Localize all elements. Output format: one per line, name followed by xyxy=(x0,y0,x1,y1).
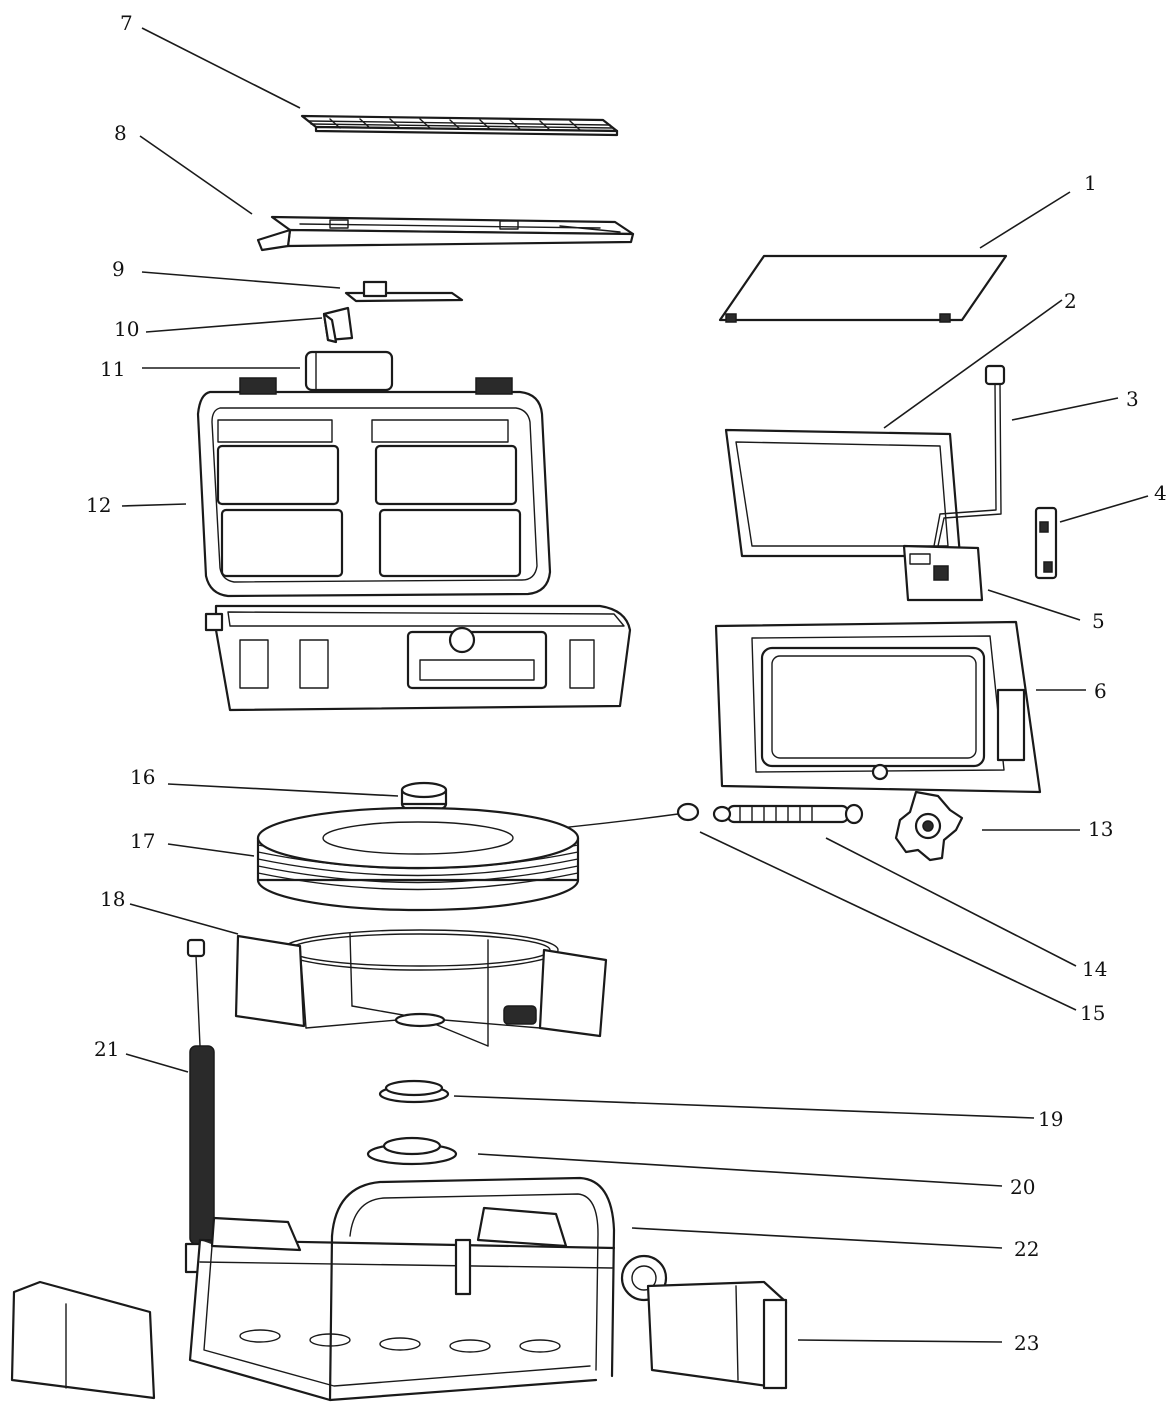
leader-lines xyxy=(121,27,1149,1343)
part-8-upper-frame xyxy=(256,215,635,252)
callout-9: 9 xyxy=(112,257,125,281)
part-23-side-panels xyxy=(10,1280,788,1400)
callout-7: 7 xyxy=(120,11,133,35)
callout-3: 3 xyxy=(1126,387,1139,411)
part-11-battery xyxy=(304,350,394,392)
callout-16: 16 xyxy=(130,765,155,789)
callout-labels: 1 2 3 4 5 6 7 8 9 10 11 12 13 14 15 16 1… xyxy=(86,11,1167,1355)
callout-8: 8 xyxy=(114,121,127,145)
callout-21: 21 xyxy=(94,1037,119,1061)
callout-14: 14 xyxy=(1082,957,1107,981)
part-18-reel-frame xyxy=(234,929,608,1047)
callout-12: 12 xyxy=(86,493,111,517)
part-3-cable xyxy=(933,364,1006,547)
callout-18: 18 xyxy=(100,887,125,911)
callout-15: 15 xyxy=(1080,1001,1105,1025)
part-21-antenna-spring xyxy=(184,938,215,1274)
callout-1: 1 xyxy=(1084,171,1097,195)
part-9-small-board xyxy=(344,280,464,303)
part-14-spring xyxy=(712,803,864,825)
callout-20: 20 xyxy=(1010,1175,1035,1199)
callout-22: 22 xyxy=(1014,1237,1039,1261)
part-1-screen-panel xyxy=(718,254,1008,323)
callout-5: 5 xyxy=(1092,609,1105,633)
part-17-cable-coil xyxy=(256,806,580,912)
part-22-base-frame xyxy=(188,1176,668,1402)
part-7-grid-panel xyxy=(300,114,619,137)
callout-17: 17 xyxy=(130,829,155,853)
part-5-pcb xyxy=(902,544,984,602)
callout-19: 19 xyxy=(1038,1107,1063,1131)
part-2-display-frame xyxy=(724,428,962,558)
part-4-connector xyxy=(1034,506,1058,580)
part-19-disc xyxy=(378,1079,450,1104)
callout-23: 23 xyxy=(1014,1331,1039,1355)
callout-13: 13 xyxy=(1088,817,1113,841)
callout-10: 10 xyxy=(114,317,139,341)
callout-11: 11 xyxy=(100,357,125,381)
part-12-case xyxy=(196,377,632,712)
part-10-bracket xyxy=(322,306,354,344)
part-13-camera-head xyxy=(894,790,964,862)
part-6-monitor-housing xyxy=(714,620,1042,794)
callout-2: 2 xyxy=(1064,289,1077,313)
callout-6: 6 xyxy=(1094,679,1107,703)
callout-4: 4 xyxy=(1154,481,1167,505)
part-20-base-disc xyxy=(366,1136,458,1166)
